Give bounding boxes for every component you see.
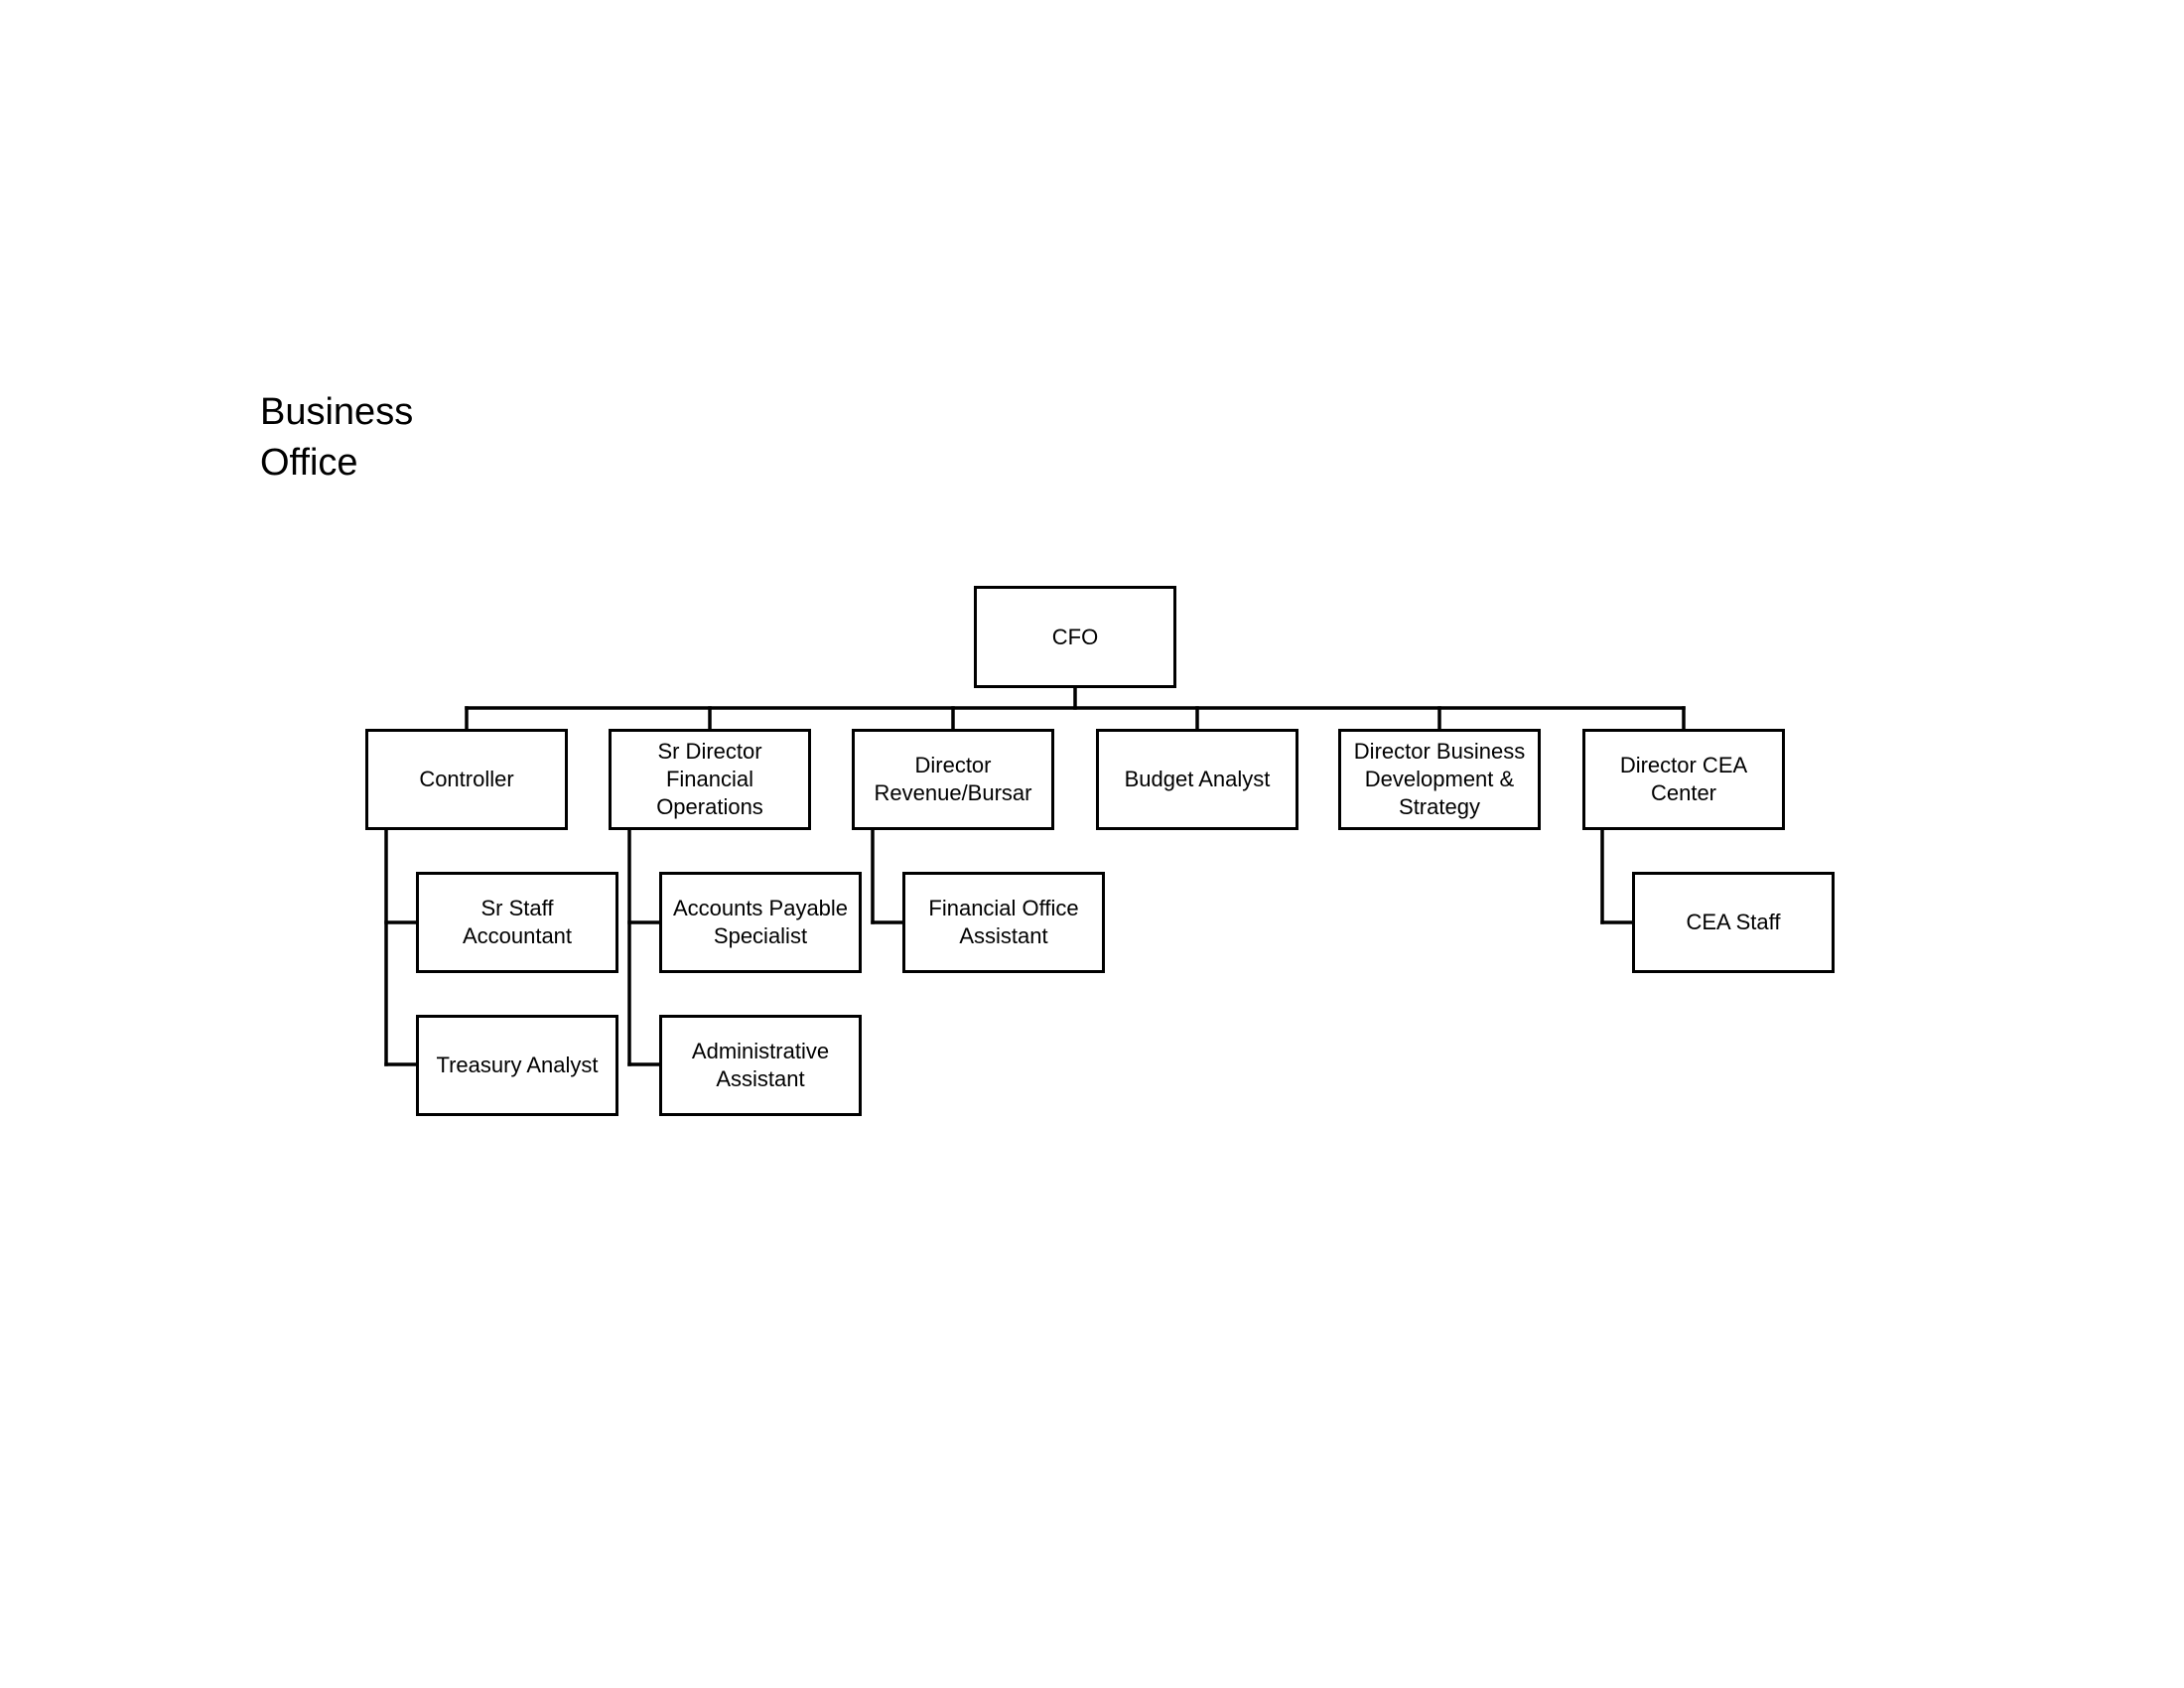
org-node-label-line: Accountant xyxy=(462,923,573,948)
org-node-director-business-development: Director Business Development & Strategy xyxy=(1338,729,1541,830)
org-node-label-line: Assistant xyxy=(716,1066,805,1091)
org-node-label-line: Financial xyxy=(665,767,754,791)
page-title: Business Office xyxy=(260,387,558,489)
org-node-administrative-assistant: Administrative Assistant xyxy=(659,1015,862,1116)
org-node-label-line: Director Business xyxy=(1353,739,1526,764)
org-node-budget-analyst: Budget Analyst xyxy=(1096,729,1298,830)
org-node-label-line: CEA Staff xyxy=(1686,910,1781,934)
org-node-label-line: Administrative xyxy=(691,1039,830,1063)
org-node-controller: Controller xyxy=(365,729,568,830)
org-node-label-line: Controller xyxy=(419,767,514,791)
org-node-label-line: Assistant xyxy=(959,923,1048,948)
org-node-label-line: Director xyxy=(914,753,992,777)
page-title-line-2: Office xyxy=(260,442,358,484)
org-node-sr-director-financial-operations: Sr Director Financial Operations xyxy=(609,729,811,830)
org-node-label-line: Strategy xyxy=(1399,794,1480,819)
org-node-label-line: Accounts Payable xyxy=(672,896,849,920)
org-node-root-label: CFO xyxy=(1051,624,1099,649)
org-node-label-line: Development & xyxy=(1364,767,1515,791)
org-node-director-revenue-bursar: Director Revenue/Bursar xyxy=(852,729,1054,830)
org-node-label-line: Treasury Analyst xyxy=(436,1053,599,1077)
org-node-label-line: Revenue/Bursar xyxy=(874,780,1032,805)
org-node-label-line: Center xyxy=(1650,780,1717,805)
org-node-accounts-payable-specialist: Accounts Payable Specialist xyxy=(659,872,862,973)
org-node-label-line: Financial Office xyxy=(928,896,1079,920)
org-node-label-line: Operations xyxy=(656,794,763,819)
org-node-cea-staff: CEA Staff xyxy=(1632,872,1835,973)
org-node-label-line: Budget Analyst xyxy=(1124,767,1271,791)
org-node-label-line: Sr Director xyxy=(657,739,762,764)
org-node-label-line: Director CEA xyxy=(1619,753,1748,777)
org-node-label-line: Specialist xyxy=(713,923,808,948)
org-node-financial-office-assistant: Financial Office Assistant xyxy=(902,872,1105,973)
org-node-sr-staff-accountant: Sr Staff Accountant xyxy=(416,872,618,973)
org-node-label-line: Sr Staff xyxy=(480,896,554,920)
org-node-director-cea-center: Director CEA Center xyxy=(1582,729,1785,830)
org-node-root: CFO xyxy=(974,586,1176,688)
page-title-line-1: Business xyxy=(260,391,414,433)
org-node-treasury-analyst: Treasury Analyst xyxy=(416,1015,618,1116)
